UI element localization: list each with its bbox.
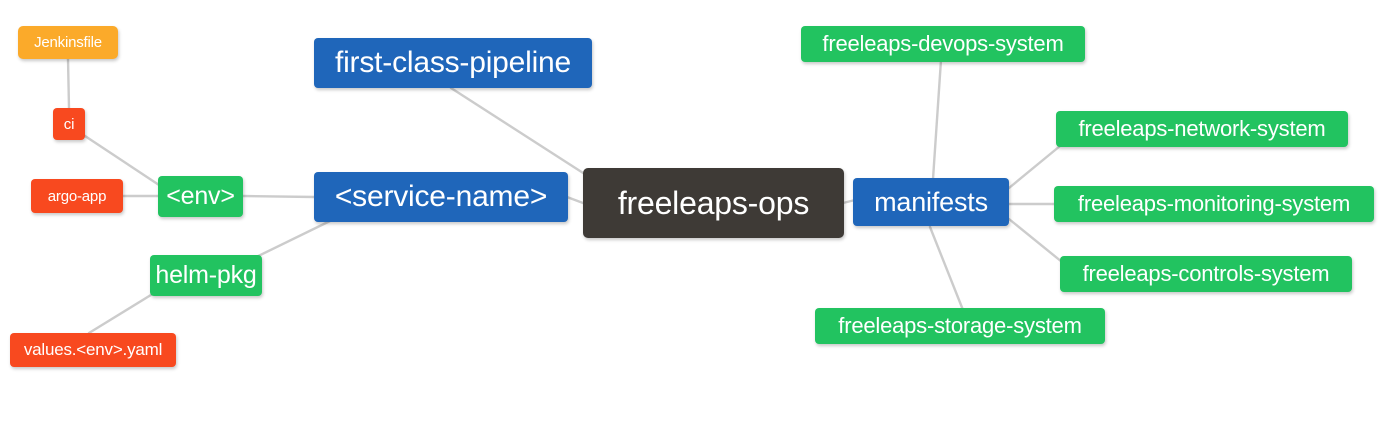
node-label-argo-app: argo-app (47, 187, 107, 205)
node-monitoring-system[interactable]: freeleaps-monitoring-system (1054, 186, 1374, 222)
edge-manifests-network-system (1007, 144, 1062, 190)
edge-helm-pkg-values-yaml (87, 288, 161, 335)
node-label-helm-pkg: helm-pkg (155, 261, 257, 289)
node-label-first-class-pipeline: first-class-pipeline (334, 46, 572, 79)
node-jenkinsfile[interactable]: Jenkinsfile (18, 26, 118, 59)
node-ci[interactable]: ci (53, 108, 85, 140)
node-label-devops-system: freeleaps-devops-system (822, 31, 1064, 56)
node-label-ci: ci (63, 115, 75, 133)
edge-manifests-controls-system (1007, 217, 1064, 264)
node-env[interactable]: <env> (158, 176, 243, 217)
node-first-class-pipeline[interactable]: first-class-pipeline (314, 38, 592, 88)
node-label-network-system: freeleaps-network-system (1078, 116, 1326, 141)
node-root-freeleaps-ops[interactable]: freeleaps-ops (583, 168, 844, 238)
node-values-yaml[interactable]: values.<env>.yaml (10, 333, 176, 367)
edge-manifests-devops-system (931, 58, 943, 181)
node-label-monitoring-system: freeleaps-monitoring-system (1077, 191, 1351, 216)
node-label-manifests: manifests (874, 186, 988, 217)
edge-root-service-name (565, 195, 585, 205)
edge-service-name-env (241, 194, 317, 199)
node-manifests[interactable]: manifests (853, 178, 1009, 226)
node-label-root-freeleaps-ops: freeleaps-ops (617, 184, 810, 221)
edge-ci-jenkinsfile (66, 57, 71, 110)
node-service-name[interactable]: <service-name> (314, 172, 568, 222)
node-label-storage-system: freeleaps-storage-system (838, 313, 1082, 338)
node-devops-system[interactable]: freeleaps-devops-system (801, 26, 1085, 62)
node-label-controls-system: freeleaps-controls-system (1082, 261, 1330, 286)
edge-manifests-storage-system (928, 225, 965, 312)
node-label-env: <env> (166, 182, 235, 210)
node-helm-pkg[interactable]: helm-pkg (150, 255, 262, 296)
node-label-values-yaml: values.<env>.yaml (23, 340, 163, 359)
edge-root-first-class-pipeline (449, 86, 596, 182)
node-label-jenkinsfile: Jenkinsfile (34, 34, 102, 51)
node-label-service-name: <service-name> (334, 180, 548, 213)
node-argo-app[interactable]: argo-app (31, 179, 123, 213)
node-storage-system[interactable]: freeleaps-storage-system (815, 308, 1105, 344)
node-network-system[interactable]: freeleaps-network-system (1056, 111, 1348, 147)
node-controls-system[interactable]: freeleaps-controls-system (1060, 256, 1352, 292)
edge-env-ci (80, 132, 161, 187)
